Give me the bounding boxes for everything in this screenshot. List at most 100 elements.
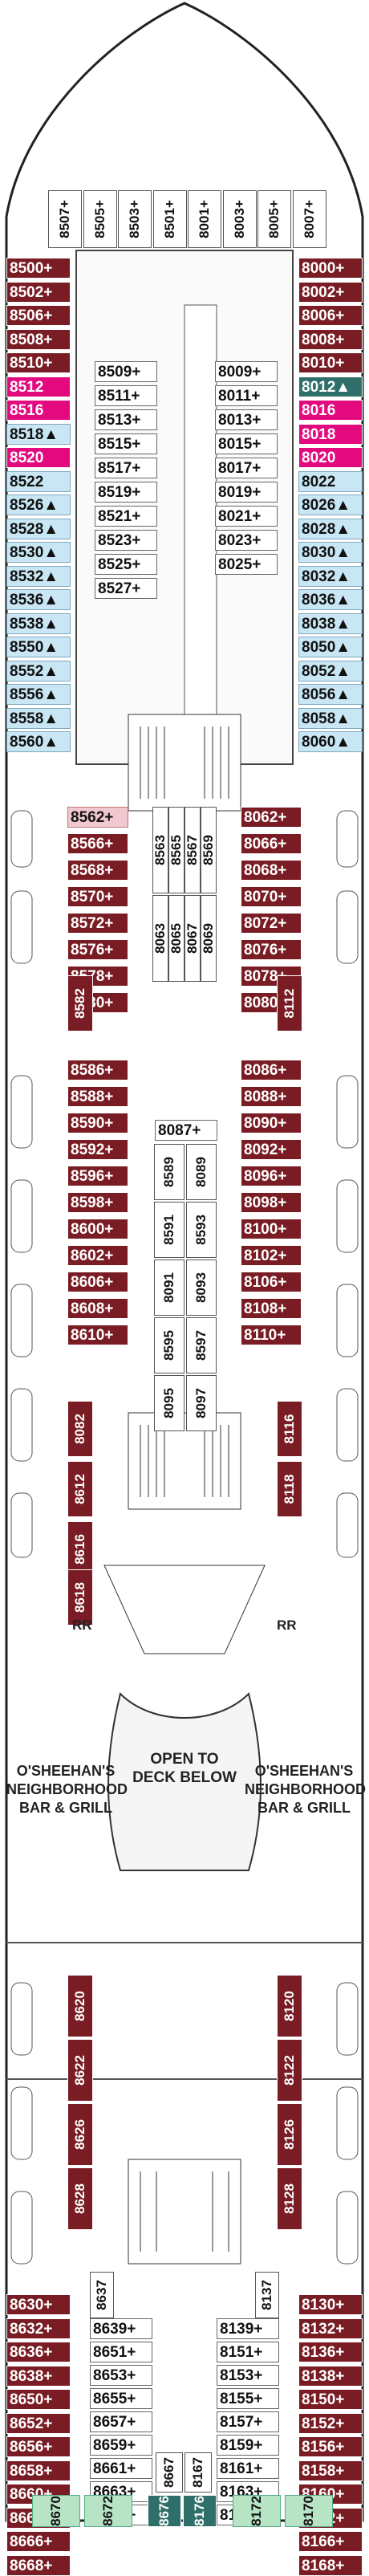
cabin-8667[interactable]: 8667 bbox=[156, 2452, 183, 2493]
cabin-8150[interactable]: 8150+ bbox=[298, 2389, 363, 2410]
cabin-8526[interactable]: 8526▲ bbox=[6, 494, 71, 515]
cabin-8102[interactable]: 8102+ bbox=[241, 1245, 302, 1266]
cabin-8588[interactable]: 8588+ bbox=[67, 1086, 128, 1107]
cabin-8069[interactable]: 8069 bbox=[201, 895, 217, 982]
cabin-8602[interactable]: 8602+ bbox=[67, 1245, 128, 1266]
cabin-8668[interactable]: 8668+ bbox=[6, 2554, 71, 2576]
cabin-8636[interactable]: 8636+ bbox=[6, 2342, 71, 2362]
cabin-8002[interactable]: 8002+ bbox=[298, 281, 363, 303]
cabin-8100[interactable]: 8100+ bbox=[241, 1219, 302, 1239]
cabin-8637[interactable]: 8637 bbox=[90, 2272, 114, 2318]
cabin-8519[interactable]: 8519+ bbox=[95, 482, 157, 503]
cabin-8098[interactable]: 8098+ bbox=[241, 1192, 302, 1213]
cabin-8030[interactable]: 8030▲ bbox=[298, 542, 363, 563]
cabin-8661[interactable]: 8661+ bbox=[90, 2458, 152, 2479]
cabin-8655[interactable]: 8655+ bbox=[90, 2388, 152, 2409]
cabin-8560[interactable]: 8560▲ bbox=[6, 731, 71, 752]
cabin-8622[interactable]: 8622 bbox=[67, 2039, 93, 2102]
cabin-8097[interactable]: 8097 bbox=[186, 1375, 217, 1431]
cabin-8137[interactable]: 8137 bbox=[255, 2272, 279, 2318]
cabin-8517[interactable]: 8517+ bbox=[95, 458, 157, 478]
cabin-8632[interactable]: 8632+ bbox=[6, 2318, 71, 2339]
cabin-8161[interactable]: 8161+ bbox=[217, 2458, 279, 2479]
cabin-8638[interactable]: 8638+ bbox=[6, 2365, 71, 2387]
cabin-8022[interactable]: 8022 bbox=[298, 470, 363, 492]
cabin-8666[interactable]: 8666+ bbox=[6, 2531, 71, 2552]
cabin-8000[interactable]: 8000+ bbox=[298, 258, 363, 279]
cabin-8650[interactable]: 8650+ bbox=[6, 2389, 71, 2410]
cabin-8168[interactable]: 8168+ bbox=[298, 2554, 363, 2576]
cabin-8066[interactable]: 8066+ bbox=[241, 833, 302, 854]
cabin-8025[interactable]: 8025+ bbox=[215, 554, 278, 575]
cabin-8136[interactable]: 8136+ bbox=[298, 2342, 363, 2362]
cabin-8651[interactable]: 8651+ bbox=[90, 2342, 152, 2362]
cabin-8569[interactable]: 8569 bbox=[201, 807, 217, 893]
cabin-8550[interactable]: 8550▲ bbox=[6, 637, 71, 657]
cabin-8536[interactable]: 8536▲ bbox=[6, 589, 71, 610]
cabin-8130[interactable]: 8130+ bbox=[298, 2294, 363, 2315]
cabin-8076[interactable]: 8076+ bbox=[241, 939, 302, 960]
cabin-8570[interactable]: 8570+ bbox=[67, 886, 128, 907]
cabin-8521[interactable]: 8521+ bbox=[95, 506, 157, 527]
cabin-8507[interactable]: 8507+ bbox=[48, 190, 82, 248]
cabin-8091[interactable]: 8091 bbox=[154, 1260, 184, 1316]
cabin-8500[interactable]: 8500+ bbox=[6, 258, 71, 279]
cabin-8166[interactable]: 8166+ bbox=[298, 2531, 363, 2552]
cabin-8176[interactable]: 8176 bbox=[183, 2495, 217, 2527]
cabin-8170[interactable]: 8170 bbox=[285, 2495, 333, 2527]
cabin-8108[interactable]: 8108+ bbox=[241, 1298, 302, 1319]
cabin-8012[interactable]: 8012▲ bbox=[298, 376, 363, 397]
cabin-8591[interactable]: 8591 bbox=[154, 1202, 184, 1258]
cabin-8589[interactable]: 8589 bbox=[154, 1144, 184, 1200]
cabin-8522[interactable]: 8522 bbox=[6, 470, 71, 492]
cabin-8523[interactable]: 8523+ bbox=[95, 530, 157, 551]
cabin-8586[interactable]: 8586+ bbox=[67, 1060, 128, 1080]
cabin-8087[interactable]: 8087+ bbox=[155, 1120, 217, 1141]
cabin-8525[interactable]: 8525+ bbox=[95, 554, 157, 575]
cabin-8512[interactable]: 8512 bbox=[6, 376, 71, 397]
cabin-8159[interactable]: 8159+ bbox=[217, 2435, 279, 2456]
cabin-8670[interactable]: 8670 bbox=[32, 2495, 80, 2527]
cabin-8036[interactable]: 8036▲ bbox=[298, 589, 363, 610]
cabin-8052[interactable]: 8052▲ bbox=[298, 660, 363, 682]
cabin-8018[interactable]: 8018 bbox=[298, 423, 363, 445]
cabin-8639[interactable]: 8639+ bbox=[90, 2318, 152, 2339]
cabin-8652[interactable]: 8652+ bbox=[6, 2412, 71, 2434]
cabin-8118[interactable]: 8118 bbox=[277, 1461, 302, 1517]
cabin-8527[interactable]: 8527+ bbox=[95, 578, 157, 599]
cabin-8153[interactable]: 8153+ bbox=[217, 2365, 279, 2386]
cabin-8630[interactable]: 8630+ bbox=[6, 2294, 71, 2315]
cabin-8563[interactable]: 8563 bbox=[152, 807, 168, 893]
cabin-8092[interactable]: 8092+ bbox=[241, 1139, 302, 1160]
cabin-8065[interactable]: 8065 bbox=[168, 895, 184, 982]
cabin-8032[interactable]: 8032▲ bbox=[298, 565, 363, 587]
cabin-8126[interactable]: 8126 bbox=[277, 2103, 302, 2166]
cabin-8151[interactable]: 8151+ bbox=[217, 2342, 279, 2362]
cabin-8565[interactable]: 8565 bbox=[168, 807, 184, 893]
cabin-8511[interactable]: 8511+ bbox=[95, 385, 157, 406]
cabin-8120[interactable]: 8120 bbox=[277, 1975, 302, 2037]
cabin-8155[interactable]: 8155+ bbox=[217, 2388, 279, 2409]
cabin-8659[interactable]: 8659+ bbox=[90, 2435, 152, 2456]
cabin-8060[interactable]: 8060▲ bbox=[298, 731, 363, 752]
cabin-8530[interactable]: 8530▲ bbox=[6, 542, 71, 563]
cabin-8558[interactable]: 8558▲ bbox=[6, 707, 71, 729]
cabin-8096[interactable]: 8096+ bbox=[241, 1166, 302, 1186]
cabin-8015[interactable]: 8015+ bbox=[215, 433, 278, 454]
cabin-8006[interactable]: 8006+ bbox=[298, 305, 363, 326]
cabin-8516[interactable]: 8516 bbox=[6, 400, 71, 421]
cabin-8007[interactable]: 8007+ bbox=[292, 190, 326, 248]
cabin-8515[interactable]: 8515+ bbox=[95, 433, 157, 454]
cabin-8568[interactable]: 8568+ bbox=[67, 860, 128, 881]
cabin-8088[interactable]: 8088+ bbox=[241, 1086, 302, 1107]
cabin-8566[interactable]: 8566+ bbox=[67, 833, 128, 854]
cabin-8612[interactable]: 8612 bbox=[67, 1461, 93, 1517]
cabin-8528[interactable]: 8528▲ bbox=[6, 518, 71, 539]
cabin-8152[interactable]: 8152+ bbox=[298, 2412, 363, 2434]
cabin-8068[interactable]: 8068+ bbox=[241, 860, 302, 881]
cabin-8506[interactable]: 8506+ bbox=[6, 305, 71, 326]
cabin-8082[interactable]: 8082 bbox=[67, 1401, 93, 1457]
cabin-8556[interactable]: 8556▲ bbox=[6, 684, 71, 705]
cabin-8552[interactable]: 8552▲ bbox=[6, 660, 71, 682]
cabin-8010[interactable]: 8010+ bbox=[298, 352, 363, 373]
